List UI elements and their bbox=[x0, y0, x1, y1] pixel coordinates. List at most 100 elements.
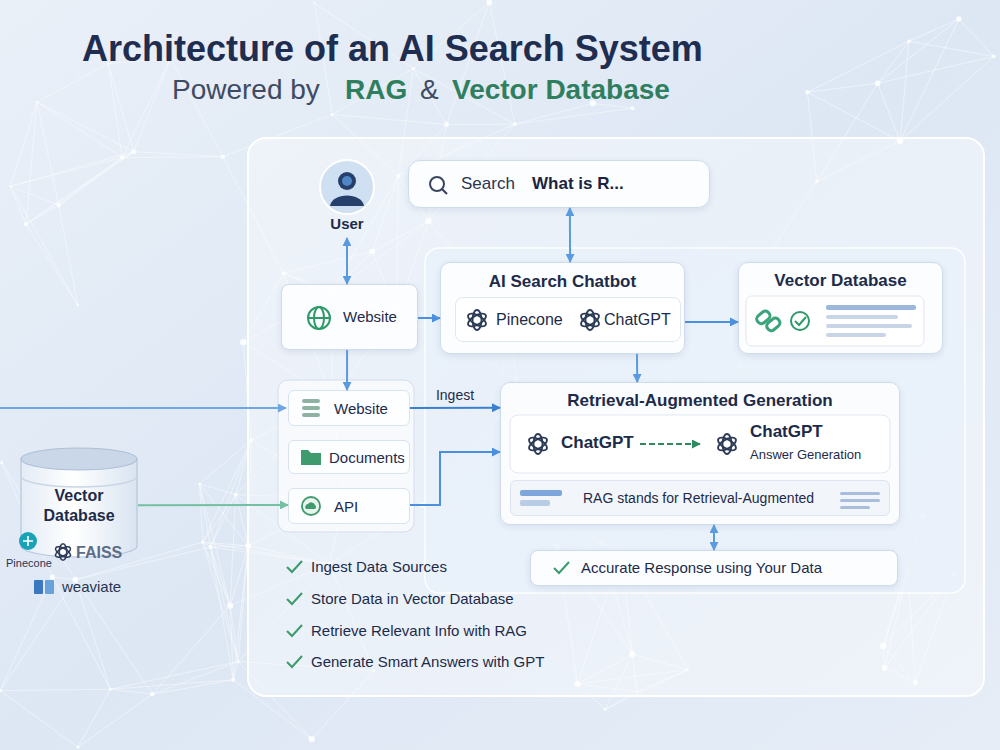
network-pattern bbox=[37, 64, 108, 102]
network-pattern bbox=[0, 689, 110, 690]
cylinder-band bbox=[21, 476, 137, 487]
database-icon-box bbox=[826, 333, 886, 337]
logo-icon bbox=[54, 544, 72, 561]
network-pattern bbox=[110, 689, 152, 694]
node-text: Website bbox=[343, 308, 397, 326]
note-bar-icons bbox=[840, 492, 880, 495]
node-text: ChatGPT bbox=[750, 422, 823, 442]
network-pattern bbox=[73, 577, 79, 583]
network-pattern bbox=[227, 603, 233, 609]
network-pattern bbox=[78, 689, 110, 747]
globe-icon bbox=[308, 307, 330, 329]
network-pattern bbox=[208, 545, 212, 549]
network-pattern bbox=[56, 203, 60, 207]
logo-icon bbox=[23, 536, 33, 546]
network-pattern bbox=[231, 678, 235, 682]
network-pattern bbox=[10, 186, 77, 305]
logo-icon bbox=[34, 580, 43, 594]
network-pattern bbox=[444, 122, 449, 127]
connectors bbox=[138, 208, 738, 550]
node-text: Search bbox=[461, 174, 515, 194]
node-subtext: What is R... bbox=[532, 174, 624, 194]
connector-arrow bbox=[569, 208, 571, 262]
network-pattern bbox=[10, 186, 58, 205]
network-pattern bbox=[200, 484, 236, 495]
network-pattern bbox=[169, 57, 172, 60]
network-pattern bbox=[309, 736, 315, 742]
check-mark bbox=[554, 562, 569, 573]
network-pattern bbox=[234, 493, 238, 497]
network-pattern bbox=[200, 440, 252, 484]
network-pattern bbox=[314, 3, 332, 114]
folder-icon bbox=[301, 450, 321, 465]
network-pattern bbox=[76, 746, 79, 749]
network-pattern bbox=[26, 152, 134, 224]
outer-panel bbox=[248, 138, 984, 696]
source-item: Documents bbox=[288, 440, 410, 474]
stack-icon bbox=[302, 406, 320, 410]
network-pattern bbox=[37, 102, 122, 158]
check-mark bbox=[287, 561, 569, 667]
service-box: PineconeChatGPT bbox=[455, 297, 681, 342]
network-pattern bbox=[75, 580, 110, 690]
connector-arrow bbox=[685, 321, 738, 323]
network-pattern bbox=[110, 680, 233, 689]
node-text: User bbox=[312, 215, 382, 233]
network-pattern bbox=[878, 83, 900, 141]
incoming-arrow bbox=[0, 407, 286, 409]
network-pattern bbox=[413, 69, 514, 125]
network-pattern bbox=[201, 541, 204, 544]
network-pattern bbox=[0, 461, 3, 464]
network-pattern bbox=[78, 694, 153, 747]
connector-arrow bbox=[713, 525, 715, 550]
database-icon-box bbox=[746, 296, 924, 346]
network-pattern bbox=[486, 0, 492, 5]
network-pattern bbox=[489, 2, 515, 124]
network-pattern bbox=[237, 660, 240, 663]
network-pattern bbox=[9, 185, 11, 187]
network-pattern bbox=[900, 19, 959, 141]
user-avatar bbox=[342, 176, 352, 186]
node-text: ChatGPT bbox=[561, 433, 634, 453]
checklist-item: Generate Smart Answers with GPT bbox=[311, 653, 544, 671]
network-pattern bbox=[630, 106, 634, 110]
response-box: Accurate Response using Your Data bbox=[530, 550, 898, 586]
network-pattern bbox=[108, 64, 133, 152]
network-pattern bbox=[10, 158, 122, 187]
network-pattern bbox=[107, 63, 109, 65]
network-pattern bbox=[37, 102, 59, 205]
rag-panel-fill bbox=[500, 382, 900, 525]
node-text: Vector Database bbox=[24, 486, 134, 526]
subtitle-text: & bbox=[420, 73, 439, 107]
node-text: Website bbox=[334, 400, 388, 418]
node-text: Documents bbox=[329, 449, 405, 467]
logo-icon bbox=[19, 532, 72, 594]
network-pattern bbox=[313, 2, 315, 4]
network-pattern bbox=[152, 606, 230, 694]
network-pattern bbox=[75, 580, 152, 694]
network-pattern bbox=[26, 102, 37, 224]
source-box: Website bbox=[281, 284, 418, 350]
database-icon-box bbox=[791, 312, 809, 330]
network-pattern bbox=[992, 55, 996, 59]
network-pattern bbox=[900, 56, 994, 141]
network-pattern bbox=[26, 158, 122, 225]
note-bar-icons bbox=[840, 506, 870, 509]
logo-icon bbox=[45, 580, 54, 594]
note-bar-icons bbox=[520, 500, 550, 506]
network-pattern bbox=[956, 16, 961, 21]
network-pattern bbox=[413, 2, 489, 68]
database-icon-box bbox=[826, 315, 898, 319]
globe-icon bbox=[308, 317, 330, 319]
network-pattern bbox=[236, 495, 248, 546]
network-pattern bbox=[171, 59, 223, 157]
api-icon bbox=[302, 497, 320, 515]
network-pattern bbox=[233, 546, 248, 680]
network-pattern bbox=[152, 680, 233, 694]
network-pattern bbox=[332, 114, 446, 124]
node-text: Pinecone bbox=[496, 310, 563, 329]
